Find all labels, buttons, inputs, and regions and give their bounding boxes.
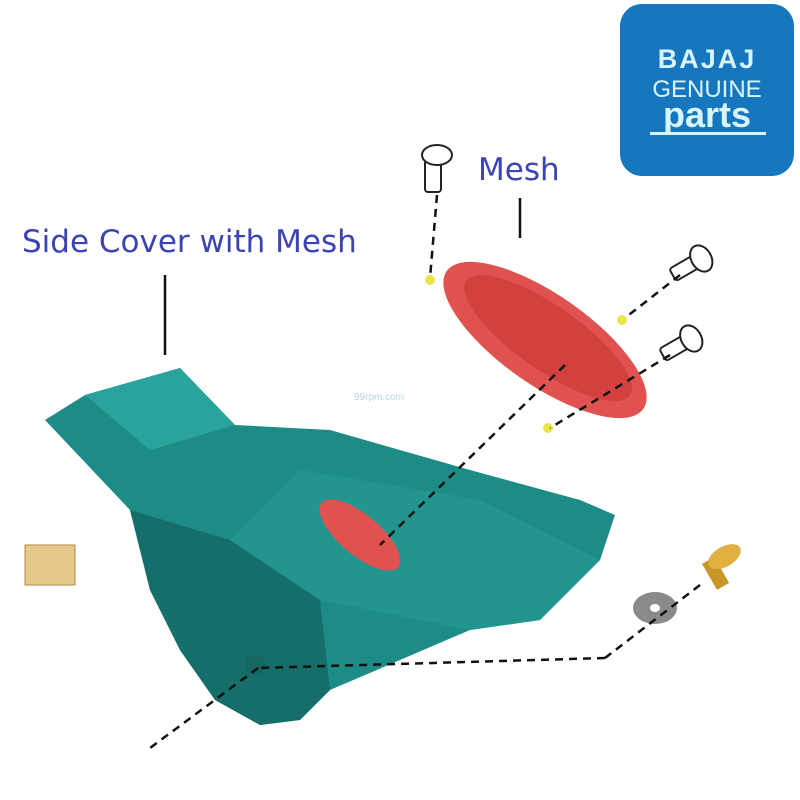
logo-underline (650, 132, 766, 135)
logo-brand: BAJAJ (657, 44, 757, 74)
label-mesh: Mesh (478, 152, 560, 188)
logo-line2: GENUINE (652, 76, 762, 103)
watermark: 99rpm.com (354, 392, 405, 403)
logo-line3: parts (662, 94, 752, 135)
mesh-on-cover (319, 499, 401, 571)
screws (24, 144, 741, 624)
bajaj-genuine-parts-logo: BAJAJ GENUINE parts (620, 4, 794, 176)
label-side-cover: Side Cover with Mesh (22, 224, 357, 260)
mesh-part (425, 261, 647, 433)
side-cover (45, 368, 615, 725)
clip (24, 544, 76, 586)
leader-lines (149, 194, 701, 750)
